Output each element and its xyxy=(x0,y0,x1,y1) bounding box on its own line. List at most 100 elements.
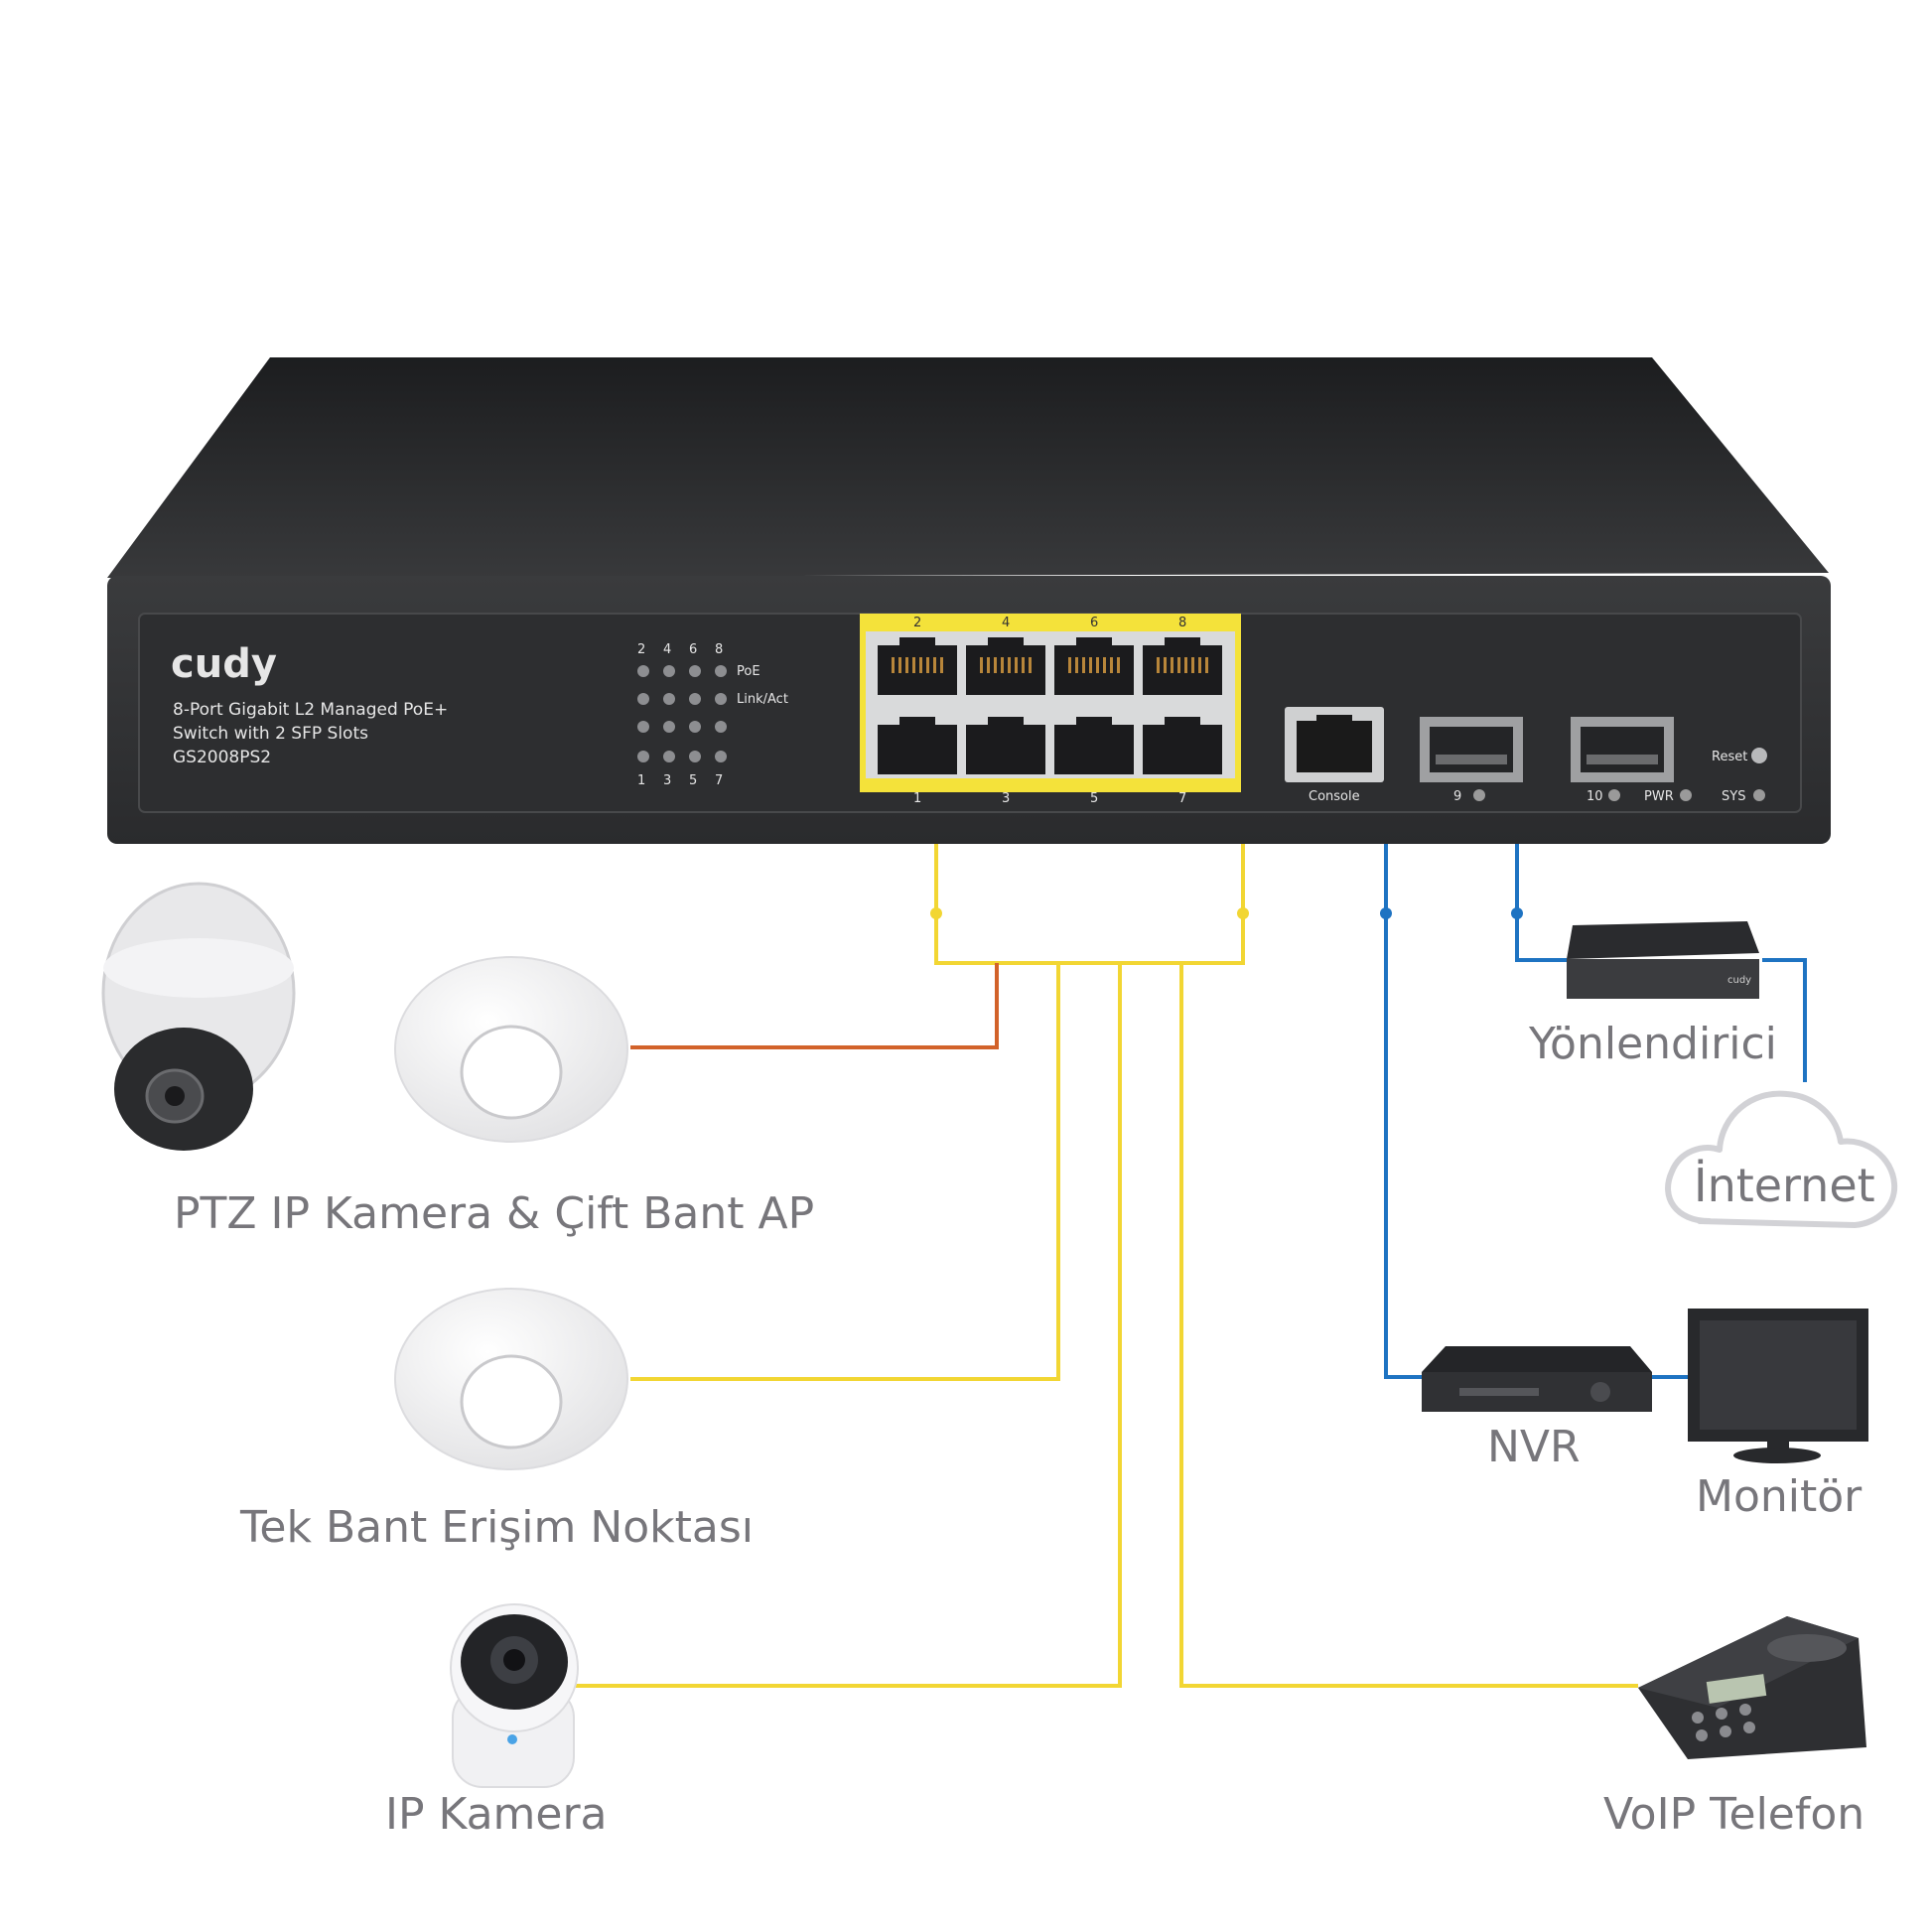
sfp-9-led xyxy=(1473,789,1485,801)
junction-dot xyxy=(930,907,942,919)
led-dot xyxy=(637,693,649,705)
led-indicators xyxy=(637,665,727,762)
pwr-label: PWR xyxy=(1644,789,1674,804)
ip-camera-label: IP Kamera xyxy=(385,1789,608,1840)
sfp-10-led xyxy=(1608,789,1620,801)
nvr-label: NVR xyxy=(1487,1422,1581,1472)
port-top-number: 2 xyxy=(913,616,921,630)
led-dot xyxy=(637,665,649,677)
line-to-ip-camera xyxy=(566,963,1122,1688)
led-dot xyxy=(663,751,675,762)
led-link-label: Link/Act xyxy=(737,692,788,707)
router-label: Yönlendirici xyxy=(1528,1019,1777,1069)
switch-top-surface xyxy=(107,357,1829,578)
router-brand: cudy xyxy=(1727,975,1751,986)
led-dot xyxy=(715,665,727,677)
ip-camera xyxy=(450,1603,579,1788)
led-dot xyxy=(637,751,649,762)
led-dot xyxy=(715,721,727,733)
data-connections xyxy=(1384,844,1807,1379)
switch-desc-line1: 8-Port Gigabit L2 Managed PoE+ xyxy=(173,700,448,720)
rj45-port-bottom xyxy=(1054,717,1134,774)
led-dot xyxy=(715,693,727,705)
led-dot xyxy=(663,693,675,705)
line-to-ptz-ap xyxy=(630,963,999,1049)
poe-connections xyxy=(566,844,1638,1688)
voip-phone-label: VoIP Telefon xyxy=(1603,1789,1864,1840)
led-dot xyxy=(689,693,701,705)
led-bottom-number: 1 xyxy=(637,773,645,788)
led-dot xyxy=(663,665,675,677)
reset-button[interactable] xyxy=(1751,748,1767,763)
led-bottom-number: 5 xyxy=(689,773,697,788)
led-dot xyxy=(689,751,701,762)
junction-dot xyxy=(1380,907,1392,919)
monitor-label: Monitör xyxy=(1696,1471,1863,1522)
nvr xyxy=(1422,1346,1652,1412)
reset-label: Reset xyxy=(1712,750,1747,764)
led-dot xyxy=(689,665,701,677)
sfp-label-10: 10 xyxy=(1587,789,1603,804)
led-bottom-number: 7 xyxy=(715,773,723,788)
rj45-ports xyxy=(878,637,1222,774)
led-poe-label: PoE xyxy=(737,664,760,679)
pwr-led xyxy=(1680,789,1692,801)
line-to-nvr xyxy=(1384,844,1422,1379)
port-top-number: 4 xyxy=(1002,616,1010,630)
led-dot xyxy=(663,721,675,733)
sfp-slot-10: 10 xyxy=(1571,717,1674,804)
port-bottom-number: 1 xyxy=(913,791,921,806)
switch-model: GS2008PS2 xyxy=(173,748,271,767)
led-top-number: 6 xyxy=(689,642,697,657)
led-bottom-number: 3 xyxy=(663,773,671,788)
line-to-router xyxy=(1515,844,1567,962)
rj45-port-top xyxy=(878,637,957,695)
port-top-number: 6 xyxy=(1090,616,1098,630)
dual-band-access-point xyxy=(394,956,628,1143)
ptz-ip-camera xyxy=(101,882,296,1151)
rj45-port-top xyxy=(1143,637,1222,695)
switch-brand-logo: cudy xyxy=(171,641,277,687)
poe-bus-line xyxy=(934,844,1245,965)
led-dot xyxy=(689,721,701,733)
port-bottom-number: 5 xyxy=(1090,791,1098,806)
port-bottom-number: 7 xyxy=(1178,791,1186,806)
ptz-ip-camera-label: PTZ IP Kamera & Çift Bant AP xyxy=(174,1188,814,1239)
junction-dot xyxy=(1237,907,1249,919)
single-band-access-point xyxy=(394,1288,628,1470)
sfp-slot-9: 9 xyxy=(1420,717,1523,804)
ip-camera-led xyxy=(507,1734,517,1744)
led-top-number: 4 xyxy=(663,642,671,657)
rj45-port-top xyxy=(1054,637,1134,695)
led-panel: 2 4 6 8 PoE Link/Act 1 3 5 7 xyxy=(637,642,788,788)
line-router-to-internet xyxy=(1762,958,1807,1082)
rj45-port-bottom xyxy=(1143,717,1222,774)
led-dot xyxy=(637,721,649,733)
console-port: Console xyxy=(1285,707,1384,804)
network-switch: cudy 8-Port Gigabit L2 Managed PoE+ Swit… xyxy=(107,357,1831,844)
single-band-ap-label: Tek Bant Erişim Noktası xyxy=(239,1502,754,1553)
junction-dot xyxy=(1511,907,1523,919)
voip-conference-phone xyxy=(1638,1616,1866,1759)
led-top-number: 8 xyxy=(715,642,723,657)
line-to-voip-phone xyxy=(1179,963,1638,1688)
rj45-port-bottom xyxy=(878,717,957,774)
internet-cloud xyxy=(1665,1090,1898,1228)
port-top-number: 8 xyxy=(1178,616,1186,630)
console-label: Console xyxy=(1309,789,1360,804)
sys-led xyxy=(1753,789,1765,801)
switch-desc-line2: Switch with 2 SFP Slots xyxy=(173,724,368,744)
monitor xyxy=(1688,1309,1868,1463)
port-bottom-number: 3 xyxy=(1002,791,1010,806)
sys-label: SYS xyxy=(1722,789,1745,804)
internet-label: İnternet xyxy=(1694,1159,1875,1212)
rj45-port-top xyxy=(966,637,1045,695)
rj45-port-bottom xyxy=(966,717,1045,774)
poe-port-block: 2 4 6 8 1 3 5 7 xyxy=(860,614,1241,806)
led-top-number: 2 xyxy=(637,642,645,657)
router: cudy xyxy=(1567,921,1759,999)
sfp-label-9: 9 xyxy=(1453,789,1461,804)
line-to-single-band-ap xyxy=(630,963,1060,1381)
